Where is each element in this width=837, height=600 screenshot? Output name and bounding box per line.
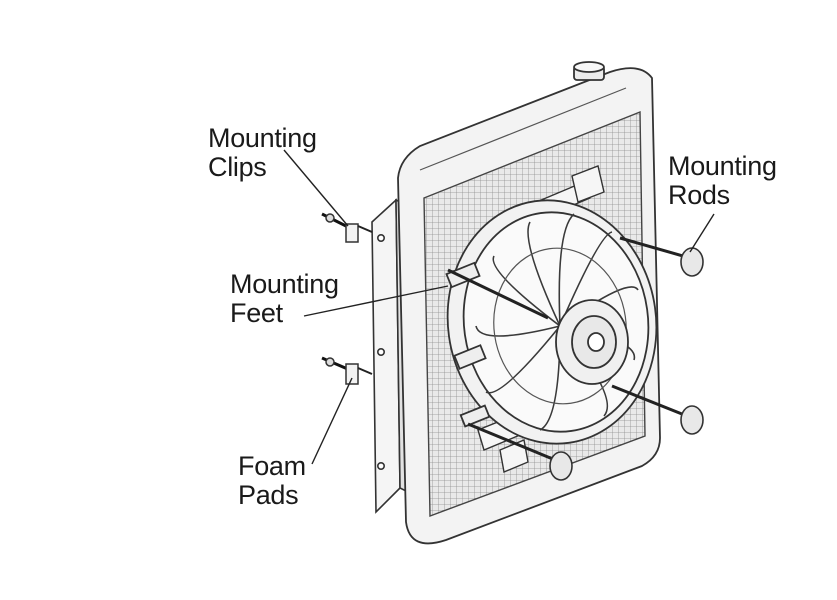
label-mounting-feet: Mounting Feet (230, 269, 339, 328)
foam-pads (321, 356, 373, 385)
leader-feet (303, 285, 449, 317)
mounting-clips (321, 212, 373, 243)
leader-lines (283, 149, 715, 465)
leader-clips (283, 149, 349, 227)
rod-end-caps (549, 247, 704, 481)
label-mounting-rods: Mounting Rods (668, 151, 777, 210)
leader-pads (311, 377, 353, 465)
electric-fan (445, 199, 658, 445)
label-foam-pads: Foam Pads (238, 451, 306, 510)
label-mounting-clips: Mounting Clips (208, 123, 317, 182)
leader-rods (689, 213, 715, 253)
filler-cap (573, 61, 605, 81)
mounting-rods (447, 236, 693, 464)
